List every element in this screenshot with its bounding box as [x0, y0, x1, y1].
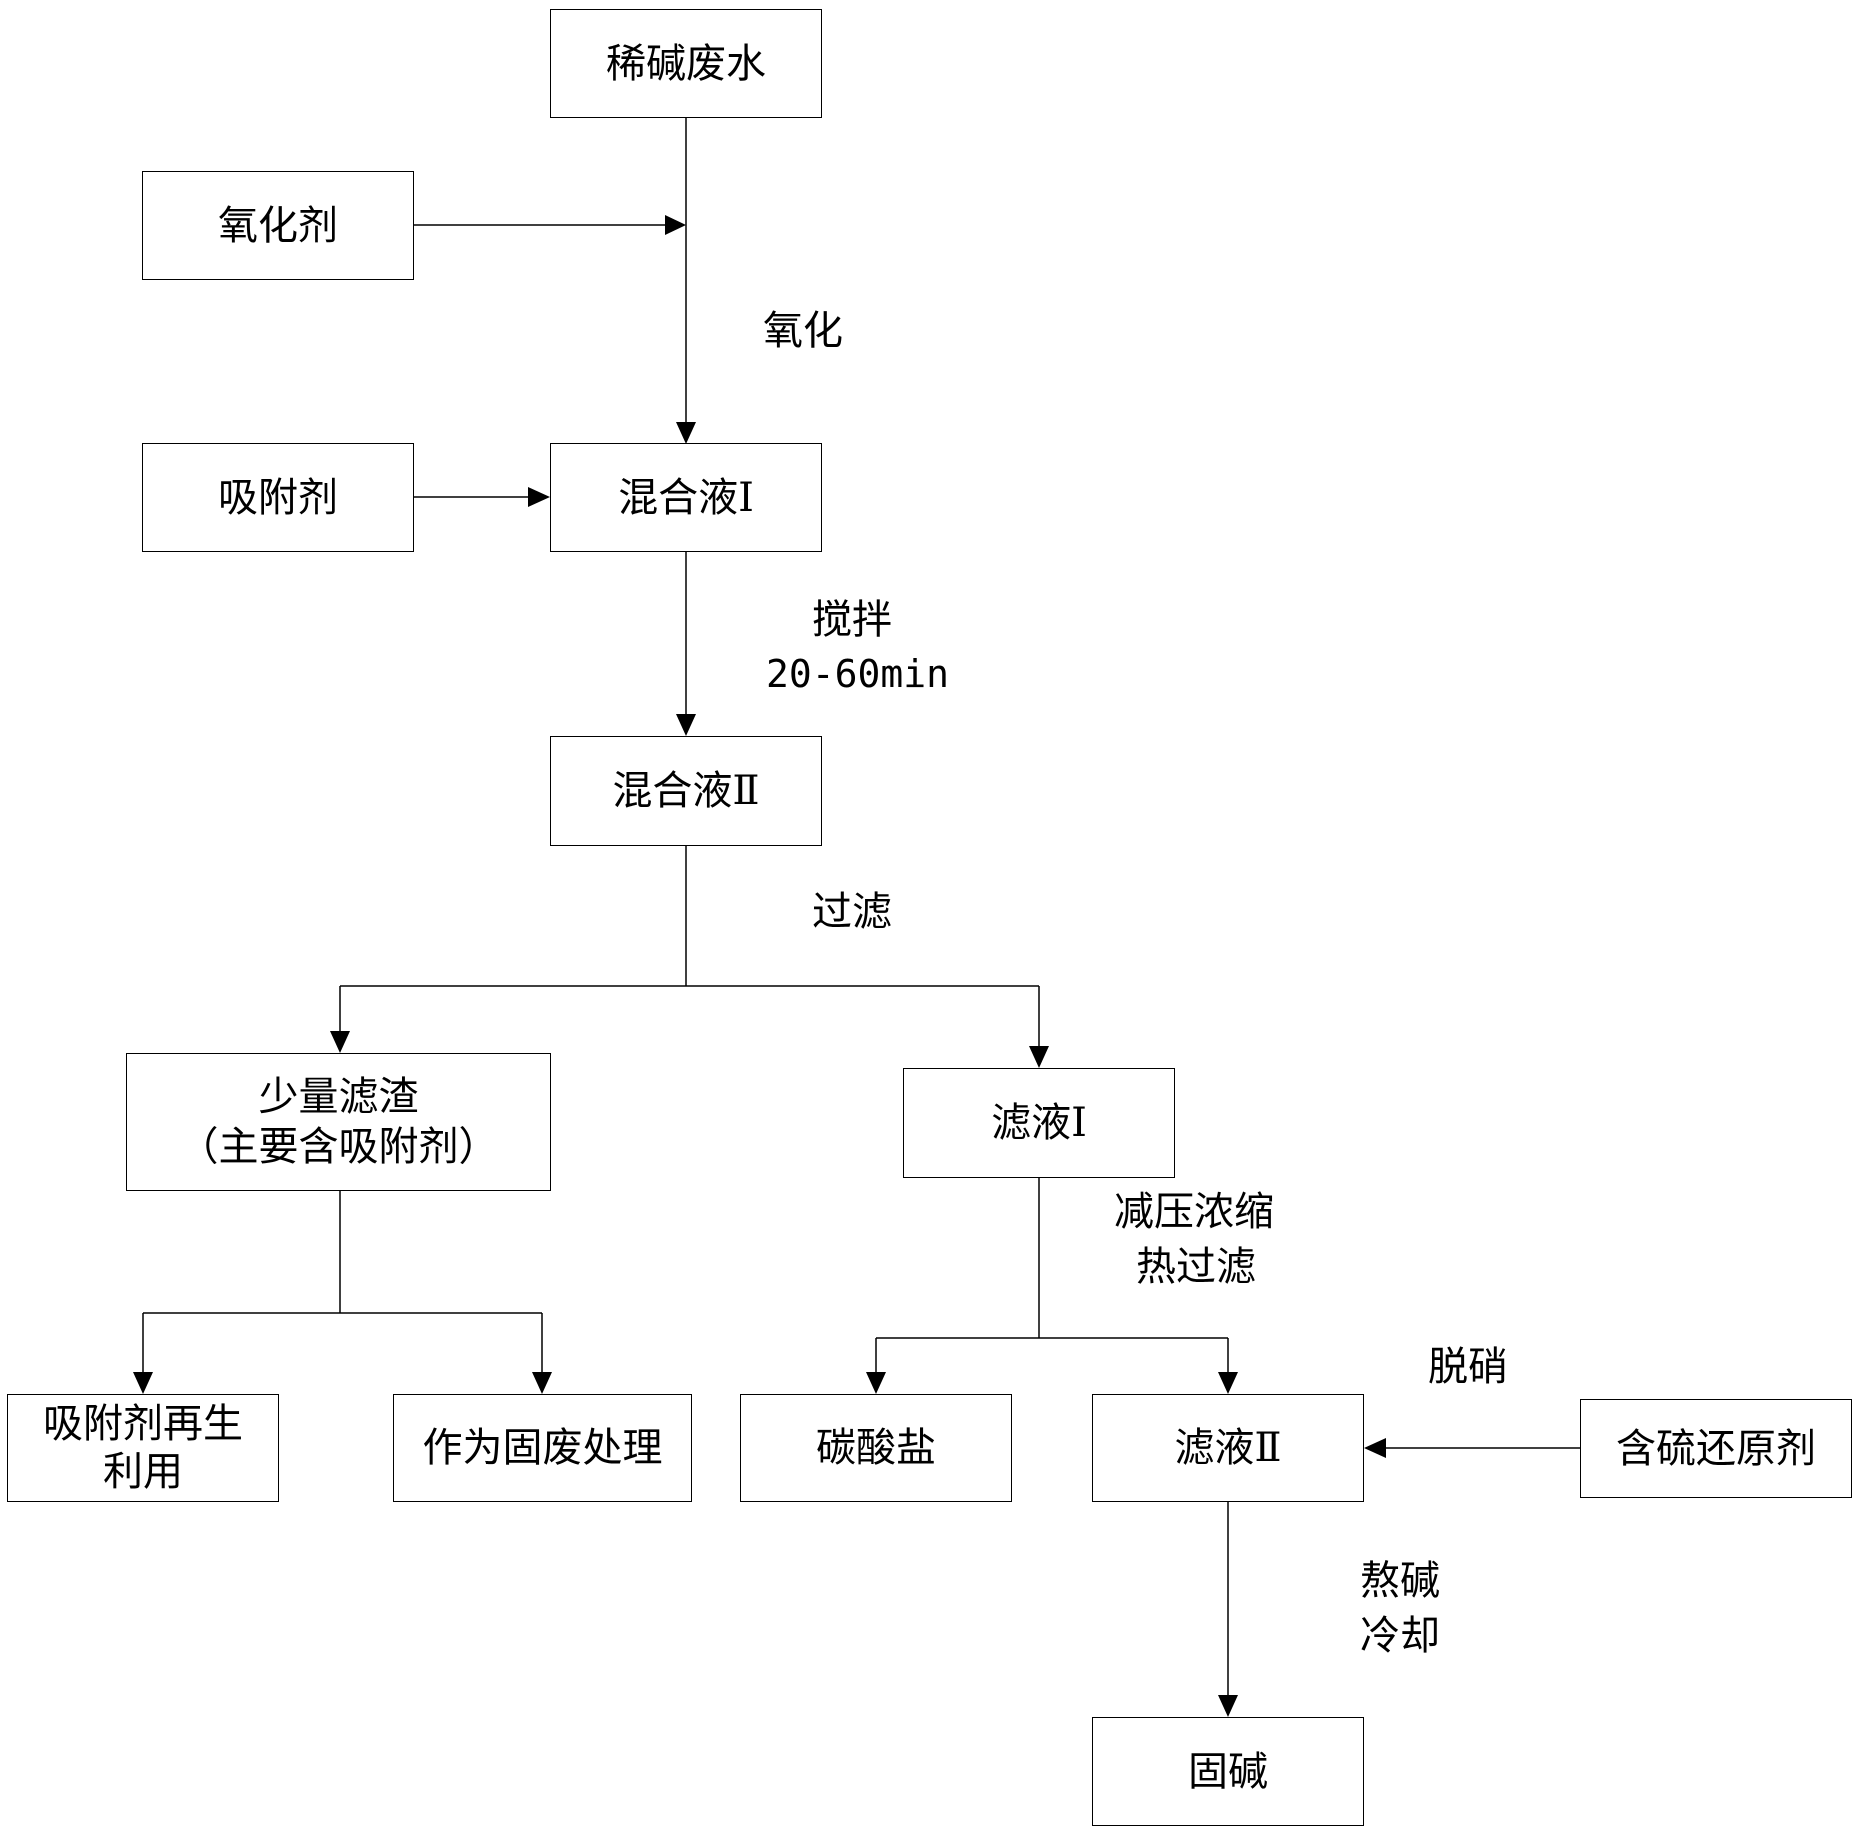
- node-label: 含硫还原剂: [1616, 1425, 1816, 1472]
- node-label: 滤液Ⅰ: [991, 1100, 1087, 1146]
- arrowhead-filtrate1: [1029, 1046, 1049, 1068]
- label-stir-duration: 20-60min: [766, 652, 950, 696]
- node-oxidant: 氧化剂: [142, 171, 414, 280]
- label-stir: 搅拌: [812, 597, 892, 643]
- node-mixed-liquid-1: 混合液Ⅰ: [550, 443, 822, 552]
- node-label: 碳酸盐: [816, 1425, 936, 1471]
- arrowhead-solid-alkali: [1218, 1695, 1238, 1717]
- arrowhead-filtrate2: [1218, 1372, 1238, 1394]
- node-label: 混合液Ⅰ: [618, 474, 754, 521]
- label-cool: 冷却: [1360, 1613, 1440, 1659]
- label-filter: 过滤: [812, 889, 892, 935]
- label-vacuum-concentrate: 减压浓缩: [1114, 1189, 1274, 1235]
- label-hot-filter: 热过滤: [1136, 1244, 1256, 1290]
- node-solid-waste-treatment: 作为固废处理: [393, 1394, 692, 1502]
- node-label: 作为固废处理: [422, 1425, 663, 1471]
- node-filtrate-2: 滤液Ⅱ: [1092, 1394, 1364, 1502]
- node-label-line2: （主要含吸附剂）: [178, 1124, 499, 1170]
- arrowhead-mix1-top: [676, 422, 696, 444]
- arrowhead-reductant: [1364, 1438, 1386, 1458]
- arrowhead-carbonate: [866, 1372, 886, 1394]
- node-solid-alkali: 固碱: [1092, 1717, 1364, 1826]
- node-mixed-liquid-2: 混合液Ⅱ: [550, 736, 822, 846]
- node-carbonate: 碳酸盐: [740, 1394, 1012, 1502]
- node-label: 稀碱废水: [606, 40, 766, 87]
- node-label: 吸附剂: [218, 474, 338, 521]
- node-label: 滤液Ⅱ: [1174, 1425, 1282, 1471]
- label-denitrate: 脱硝: [1428, 1344, 1508, 1390]
- node-dilute-alkali-wastewater: 稀碱废水: [550, 9, 822, 118]
- arrowhead-mix2: [676, 714, 696, 736]
- label-boil-alkali: 熬碱: [1360, 1558, 1440, 1604]
- node-label: 氧化剂: [218, 202, 338, 249]
- node-label-line1: 少量滤渣: [258, 1074, 419, 1120]
- node-filtrate-1: 滤液Ⅰ: [903, 1068, 1175, 1178]
- node-label: 混合液Ⅱ: [612, 768, 760, 814]
- arrowhead-solid-waste: [532, 1372, 552, 1394]
- arrowhead-adsorbent: [528, 487, 550, 507]
- node-filter-residue: 少量滤渣 （主要含吸附剂）: [126, 1053, 551, 1191]
- node-label: 固碱: [1188, 1748, 1268, 1795]
- label-oxidation: 氧化: [763, 308, 843, 354]
- node-adsorbent: 吸附剂: [142, 443, 414, 552]
- arrowhead-regen: [133, 1372, 153, 1394]
- node-label-line2: 利用: [103, 1449, 183, 1495]
- node-adsorbent-regeneration: 吸附剂再生 利用: [7, 1394, 279, 1502]
- arrowhead-oxidant: [665, 215, 686, 235]
- node-label-line1: 吸附剂再生: [43, 1401, 243, 1447]
- arrowhead-residue: [330, 1031, 350, 1053]
- node-sulfur-reductant: 含硫还原剂: [1580, 1399, 1852, 1498]
